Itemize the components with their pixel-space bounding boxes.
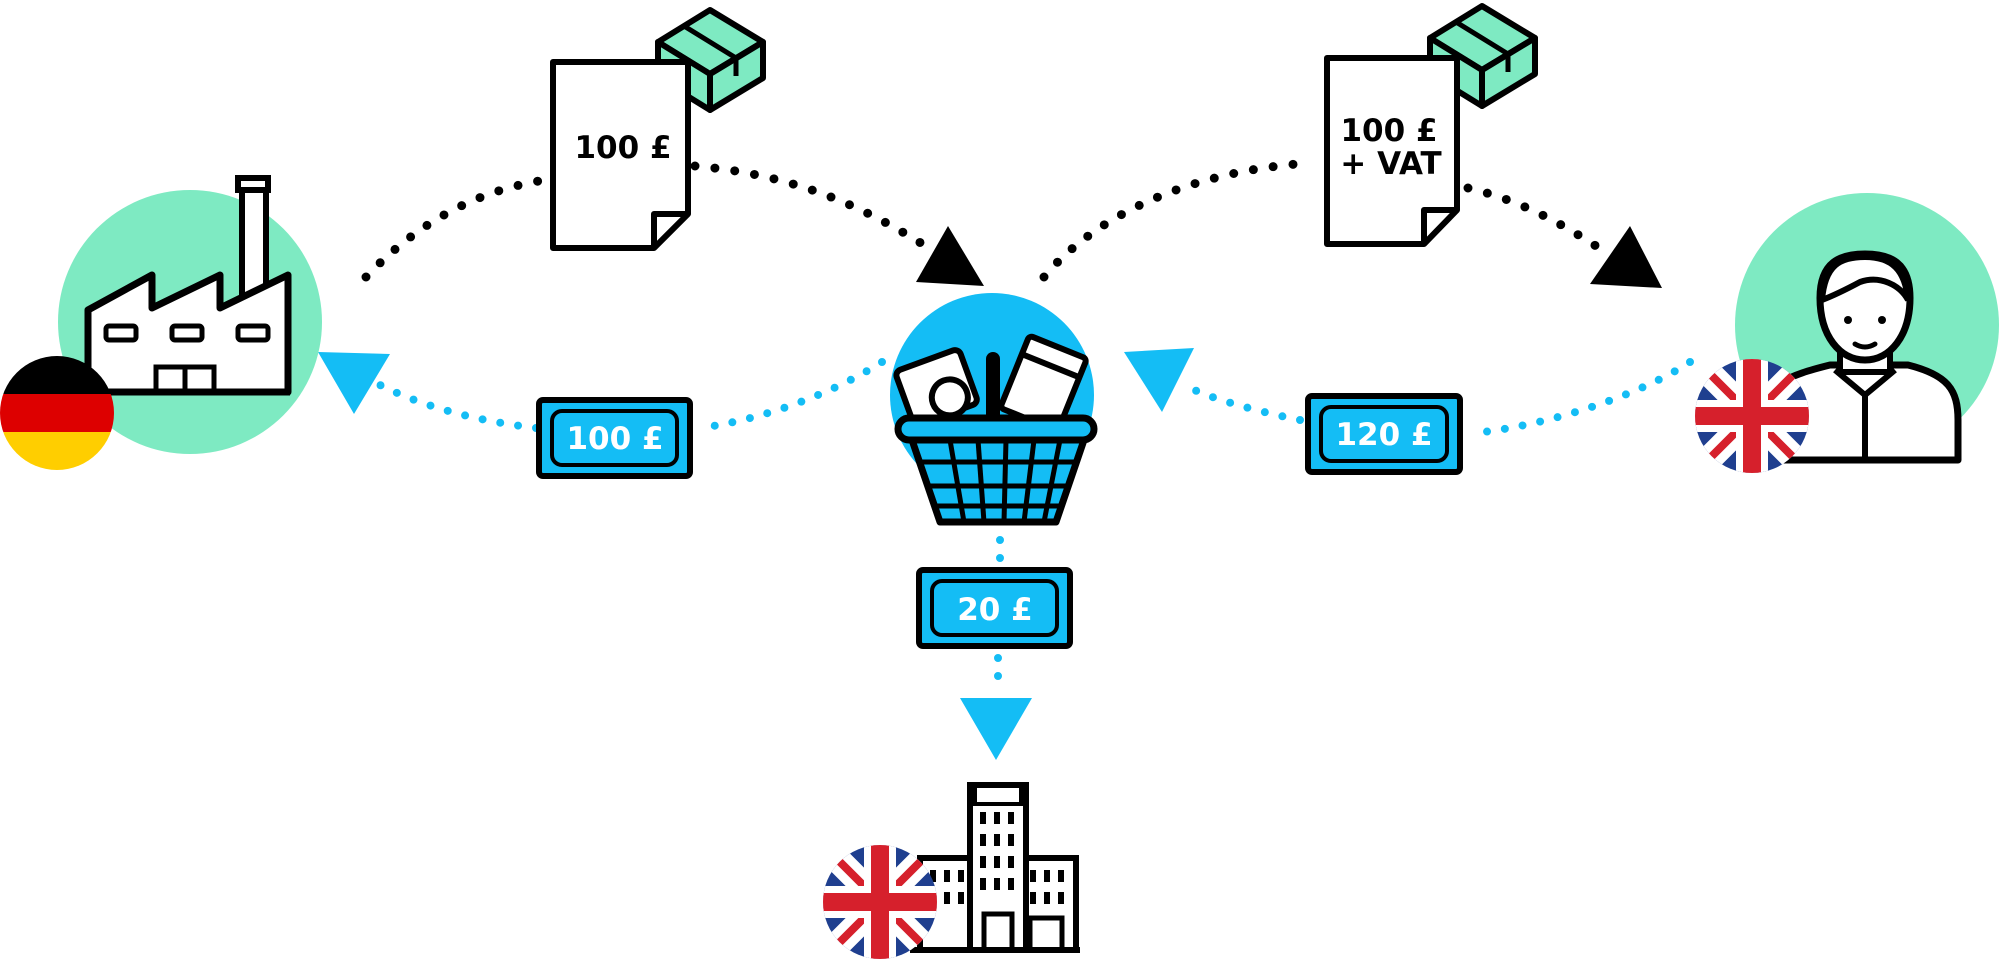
arrowhead-money-to-supplier [318, 352, 390, 414]
arrowhead-money-to-tax-office [960, 698, 1032, 760]
shop-to-supplier-dotted-line-2 [376, 381, 540, 432]
government-building-icon [910, 782, 1080, 953]
payment-from-customer-amount: 120 £ [1335, 417, 1432, 453]
customer-to-shop-dotted-line-2 [1181, 381, 1304, 424]
shop-to-supplier-dotted-line [696, 358, 886, 432]
invoice-left-amount: 100 £ [574, 130, 671, 166]
customer-to-shop-dotted-line [1471, 358, 1694, 437]
germany-flag-icon [0, 356, 114, 470]
arrowhead-to-shop [916, 226, 984, 286]
supplier-to-shop-dotted-line-2 [690, 161, 940, 257]
banknote-to-tax-office: 20 £ [916, 567, 1073, 649]
shop-to-customer-dotted-line-2 [1463, 183, 1610, 257]
factory-icon [58, 175, 322, 454]
payment-to-tax-office-amount: 20 £ [957, 592, 1033, 628]
banknote-from-customer: 120 £ [1305, 393, 1463, 475]
goods-flow-arrows [361, 158, 1662, 288]
invoice-right-amount: 100 £ [1340, 113, 1437, 149]
invoice-document-right: 100 £ + VAT [1324, 55, 1460, 247]
money-flow-arrows [318, 348, 1694, 760]
payment-to-supplier-amount: 100 £ [566, 421, 663, 457]
arrowhead-to-customer [1590, 226, 1662, 288]
invoice-right-vat: + VAT [1340, 146, 1441, 182]
supplier-to-shop-dotted-line [361, 175, 550, 282]
shopping-basket-icon [890, 293, 1098, 526]
banknote-to-supplier: 100 £ [536, 397, 693, 479]
shop-to-customer-dotted-line [1039, 158, 1315, 282]
arrowhead-money-to-shop [1124, 348, 1194, 412]
invoice-document-left: 100 £ [550, 59, 691, 251]
